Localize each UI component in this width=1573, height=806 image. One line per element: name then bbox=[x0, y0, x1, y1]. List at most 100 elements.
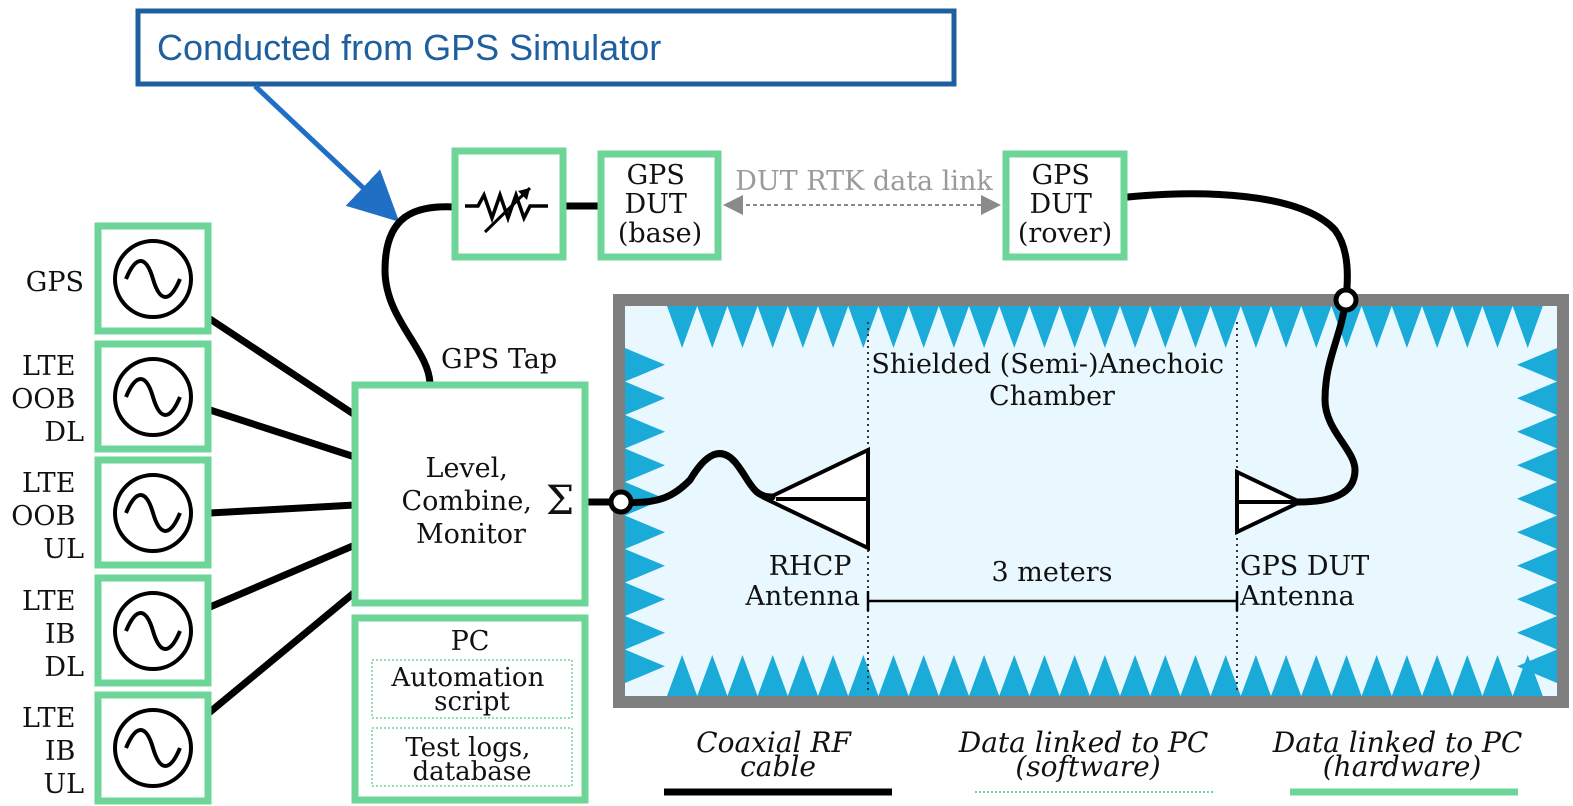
legend-coax-label: Coaxial RF cable bbox=[696, 726, 860, 783]
absorber-wedge bbox=[1391, 655, 1422, 696]
absorber-wedge bbox=[1517, 515, 1557, 549]
source-lte-oob-ul: LTE OOB UL bbox=[11, 456, 212, 569]
gps-dut-rover: GPS DUT (rover) bbox=[1002, 150, 1128, 261]
automation-script-box bbox=[371, 659, 573, 719]
absorber-wedge bbox=[969, 655, 1000, 696]
absorber-wedge bbox=[1029, 306, 1060, 348]
absorber-wedge bbox=[1517, 348, 1557, 382]
absorber-wedge bbox=[1059, 655, 1090, 696]
absorber-wedge bbox=[667, 655, 698, 696]
absorber-wedges bbox=[625, 306, 1557, 696]
absorber-wedge bbox=[1517, 549, 1557, 583]
sine-wave-icon bbox=[124, 611, 182, 651]
absorber-wedge bbox=[1452, 655, 1483, 696]
absorber-wedge bbox=[625, 616, 665, 650]
source-gps: GPS bbox=[26, 222, 212, 335]
callout-text: Conducted from GPS Simulator bbox=[157, 27, 661, 68]
absorber-wedge bbox=[1210, 306, 1241, 348]
absorber-wedge bbox=[1391, 306, 1422, 348]
legend-software-label: Data linked to PC (software) bbox=[958, 726, 1217, 783]
absorber-wedge bbox=[1452, 306, 1483, 348]
absorber-wedge bbox=[787, 655, 818, 696]
absorber-wedge bbox=[787, 306, 818, 348]
absorber-wedge bbox=[1422, 306, 1453, 348]
absorber-wedge bbox=[625, 415, 665, 449]
source-label: LTE OOB DL bbox=[11, 351, 84, 448]
absorber-wedge bbox=[1517, 582, 1557, 616]
legend: Coaxial RF cable Data linked to PC (soft… bbox=[664, 726, 1531, 796]
absorber-wedge bbox=[625, 549, 665, 583]
absorber-wedge bbox=[1512, 306, 1543, 348]
legend-software: Data linked to PC (software) bbox=[958, 726, 1217, 793]
callout: Conducted from GPS Simulator bbox=[135, 8, 957, 222]
absorber-wedge bbox=[1517, 616, 1557, 650]
automation-script-label: Automation script bbox=[390, 663, 552, 717]
absorber-wedge bbox=[625, 448, 665, 482]
variable-attenuator bbox=[451, 147, 567, 261]
source-label: LTE IB UL bbox=[22, 703, 84, 800]
connector-combiner-out bbox=[608, 489, 634, 515]
absorber-wedge bbox=[697, 306, 728, 348]
absorber-wedge bbox=[1240, 655, 1271, 696]
absorber-wedge bbox=[999, 655, 1030, 696]
absorber-wedge bbox=[848, 655, 879, 696]
pc-block: PC Automation script Test logs, database bbox=[351, 614, 589, 804]
absorber-wedge bbox=[1210, 655, 1241, 696]
absorber-wedge bbox=[1301, 655, 1332, 696]
sine-wave-icon bbox=[124, 728, 182, 768]
callout-arrow bbox=[253, 84, 400, 222]
rtk-data-link: DUT RTK data link bbox=[723, 166, 1001, 215]
absorber-wedge bbox=[1512, 655, 1543, 696]
distance-label: 3 meters bbox=[992, 557, 1113, 588]
gps-tap-label: GPS Tap bbox=[441, 344, 557, 375]
legend-hardware: Data linked to PC (hardware) bbox=[1272, 726, 1531, 796]
legend-hardware-label: Data linked to PC (hardware) bbox=[1272, 726, 1531, 783]
test-logs-box bbox=[371, 727, 573, 787]
absorber-wedge bbox=[1240, 306, 1271, 348]
absorber-wedge bbox=[625, 582, 665, 616]
source-label: LTE IB DL bbox=[22, 586, 84, 683]
absorber-wedge bbox=[667, 306, 698, 348]
absorber-wedge bbox=[938, 306, 969, 348]
rhcp-antenna-icon bbox=[761, 446, 870, 552]
test-logs-label: Test logs, database bbox=[405, 733, 538, 787]
gps-dut-rover-label: GPS DUT (rover) bbox=[1018, 160, 1112, 249]
gps-dut-antenna-label: GPS DUT Antenna bbox=[1239, 551, 1378, 612]
absorber-wedge bbox=[625, 515, 665, 549]
absorber-wedge bbox=[1089, 306, 1120, 348]
absorber-wedge bbox=[1120, 306, 1151, 348]
absorber-wedge bbox=[818, 306, 849, 348]
anechoic-chamber: Shielded (Semi-)Anechoic Chamber RHCP An… bbox=[613, 294, 1569, 708]
absorber-wedge bbox=[727, 306, 758, 348]
absorber-wedge bbox=[1482, 655, 1513, 696]
absorber-wedge bbox=[878, 655, 909, 696]
absorber-wedge bbox=[1180, 306, 1211, 348]
source-label: GPS bbox=[26, 267, 84, 298]
absorber-wedge bbox=[1150, 655, 1181, 696]
absorber-wedge bbox=[818, 655, 849, 696]
absorber-wedge bbox=[999, 306, 1030, 348]
callout-box bbox=[135, 8, 957, 87]
absorber-wedge bbox=[1517, 649, 1557, 683]
absorber-wedge bbox=[1120, 655, 1151, 696]
absorber-wedge bbox=[1059, 306, 1090, 348]
absorber-wedge bbox=[625, 348, 665, 382]
chamber-title: Shielded (Semi-)Anechoic Chamber bbox=[871, 349, 1232, 412]
absorber-wedge bbox=[1331, 655, 1362, 696]
source-lte-ib-dl: LTE IB DL bbox=[22, 574, 212, 687]
absorber-wedge bbox=[757, 655, 788, 696]
combiner-block: Level, Combine, Monitor Σ bbox=[351, 381, 589, 607]
absorber-wedge bbox=[1271, 306, 1302, 348]
gps-dut-antenna-icon bbox=[1235, 468, 1305, 536]
absorber-wedge bbox=[1482, 306, 1513, 348]
absorber-wedge bbox=[1331, 306, 1362, 348]
combiner-label: Level, Combine, Monitor bbox=[402, 453, 541, 550]
absorber-wedge bbox=[908, 655, 939, 696]
source-lte-oob-dl: LTE OOB DL bbox=[11, 340, 212, 453]
absorber-wedge bbox=[848, 306, 879, 348]
connector-chamber-feedthrough bbox=[1333, 287, 1359, 313]
variable-resistor-icon bbox=[465, 189, 548, 224]
absorber-wedge bbox=[727, 655, 758, 696]
absorber-wedge bbox=[1180, 655, 1211, 696]
absorber-wedge bbox=[1422, 655, 1453, 696]
